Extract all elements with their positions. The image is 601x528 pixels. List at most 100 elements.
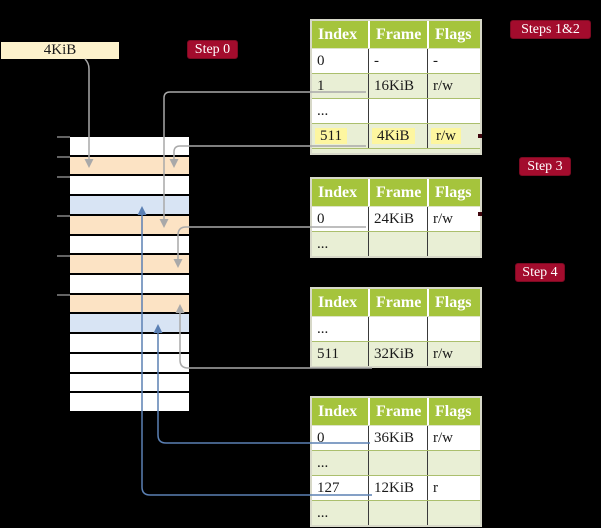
table-header-cell: Index — [318, 184, 358, 201]
table-header-cell: Frame — [368, 289, 427, 316]
table-cell: 0 — [312, 207, 368, 231]
table-header-cell: Index — [318, 26, 358, 43]
table-cell-text: r — [433, 480, 438, 496]
arrow-stub — [478, 134, 482, 138]
table-cell-text: 24KiB — [374, 211, 415, 227]
table-header-cell: Frame — [368, 21, 427, 48]
table-header-cell: Index — [318, 403, 358, 420]
memory-frame-row-white — [70, 137, 189, 155]
table-row: 127 12KiB r — [312, 475, 480, 500]
table-cell-text: r/w — [433, 211, 453, 227]
table-cell-text: 4KiB — [372, 128, 415, 144]
table-cell: r — [427, 476, 480, 500]
table-cell: 4KiB — [368, 124, 427, 148]
table-header-cell: Flags — [427, 21, 480, 48]
table-cell-text: ... — [317, 505, 329, 521]
table-cell — [427, 232, 480, 256]
table-header-cell: Flags — [427, 398, 480, 425]
table-cell-text: r/w — [433, 430, 453, 446]
table-cell-text: 0 — [317, 53, 325, 69]
table-cell: r/w — [427, 124, 480, 148]
step-0-badge: Step 0 — [187, 40, 238, 59]
table-cell: 16KiB — [368, 74, 427, 98]
table-row: 0 24KiB r/w — [312, 206, 480, 231]
table-cell — [427, 451, 480, 475]
table-cell: 24KiB — [368, 207, 427, 231]
table-cell-text: 0 — [317, 211, 325, 227]
table-cell: 1 — [312, 74, 368, 98]
table-cell — [368, 451, 427, 475]
table-cell: 32KiB — [368, 342, 427, 366]
table-header-cell: Frame — [368, 398, 427, 425]
memory-frame-row-blue — [70, 196, 189, 214]
table-cell-text: 127 — [317, 480, 340, 496]
table-cell-text: ... — [317, 455, 329, 471]
memory-frame-row-peach — [70, 255, 189, 274]
table-cell-text: ... — [317, 103, 329, 119]
arrow-stub — [478, 212, 482, 216]
table-cell: 12KiB — [368, 476, 427, 500]
table-cell: 511 — [312, 342, 368, 366]
table-header-cell: Index — [318, 294, 358, 311]
step-3-badge: Step 3 — [519, 157, 571, 176]
memory-frame-row-blue — [70, 314, 189, 333]
memory-frame-row-peach — [70, 215, 189, 234]
table-cell-text: r/w — [433, 346, 453, 362]
memory-frame-row-white — [70, 275, 189, 293]
table-row: ... — [312, 231, 480, 256]
table-cell-text: - — [374, 53, 379, 69]
table-cell-text: 511 — [317, 346, 339, 362]
memory-frame-row-white — [70, 334, 189, 352]
table-cell-text: 16KiB — [374, 78, 415, 94]
table-row: 0 - - — [312, 48, 480, 73]
table-cell-text: r/w — [433, 78, 453, 94]
table-cell-text: ... — [317, 236, 329, 252]
memory-frame-row-white — [70, 176, 189, 195]
table-cell-text: 32KiB — [374, 346, 415, 362]
table-row: ... — [312, 316, 480, 341]
table-row: 511 4KiB r/w — [312, 123, 480, 148]
table-row: 1 16KiB r/w — [312, 73, 480, 98]
table-cell-text: r/w — [431, 128, 461, 144]
table-cell: 0 — [312, 426, 368, 450]
table-cell — [427, 99, 480, 123]
table-cell — [427, 501, 480, 525]
table-cell — [368, 232, 427, 256]
memory-frame-row-white — [70, 373, 189, 392]
table-cell-text: ... — [317, 321, 329, 337]
table-cell: r/w — [427, 342, 480, 366]
table-header-cell: Flags — [427, 179, 480, 206]
table-cell: - — [368, 49, 427, 73]
table-cell-text: 36KiB — [374, 430, 415, 446]
table-cell — [368, 501, 427, 525]
table-header-cell: Frame — [368, 179, 427, 206]
table-cell: ... — [312, 501, 368, 525]
step-4-badge: Step 4 — [515, 263, 565, 282]
memory-frame-row-peach — [70, 294, 189, 313]
steps-1-2-badge: Steps 1&2 — [510, 20, 591, 39]
table-cell: ... — [312, 99, 368, 123]
table-row: ... — [312, 500, 480, 525]
table-cell: - — [427, 49, 480, 73]
memory-frame-row-white — [70, 353, 189, 372]
table-cell-text: 12KiB — [374, 480, 415, 496]
table-cell: 36KiB — [368, 426, 427, 450]
table-cell: ... — [312, 317, 368, 341]
table-cell-text: - — [433, 53, 438, 69]
table-cell-text: 511 — [315, 128, 347, 144]
table-cell: 0 — [312, 49, 368, 73]
table-cell — [368, 317, 427, 341]
table-cell: 511 — [312, 124, 368, 148]
table-cell: r/w — [427, 426, 480, 450]
table-cell — [427, 317, 480, 341]
table-cell-text: 0 — [317, 430, 325, 446]
